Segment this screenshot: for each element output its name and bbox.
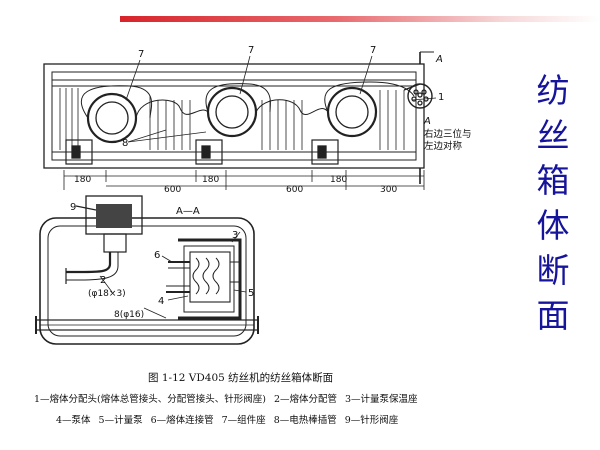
legend-item: 9—针形阀座 — [344, 415, 399, 426]
top-accent-bar — [120, 16, 600, 22]
legend-line-2: 4—泵体 5—计量泵 6—熔体连接管 7—组件座 8—电热棒插管 9—针形阀座 — [56, 412, 406, 426]
dim-600-left: 600 — [164, 185, 181, 195]
component-seat-left — [86, 92, 138, 144]
label-7-right: 7 — [370, 45, 376, 56]
label-2: 2 — [100, 275, 106, 286]
component-seat-middle — [206, 86, 258, 138]
title-char: 纺 — [536, 71, 570, 110]
label-5: 5 — [248, 288, 254, 299]
component-seat-right — [326, 86, 378, 138]
note-line-2: 左边对称 — [424, 140, 463, 152]
title-char: 丝 — [536, 116, 570, 155]
section-outer-wall — [39, 217, 255, 345]
legend-item: 1—熔体分配头(熔体总管接头、分配管接头、针形阀座) — [34, 394, 266, 405]
legend-item: 2—熔体分配管 — [273, 394, 338, 405]
dim-180-middle: 180 — [202, 175, 219, 185]
pipe-size-label: (φ18×3) — [88, 289, 126, 299]
label-7-left: 7 — [138, 49, 144, 60]
dim-600-right: 600 — [286, 185, 303, 195]
legend-item: 4—泵体 — [56, 415, 91, 426]
box-outer-wall — [43, 63, 425, 169]
label-1: 1 — [438, 92, 444, 103]
label-7-middle: 7 — [248, 45, 254, 56]
slide-title-vertical: 纺 丝 箱 体 断 面 — [528, 68, 578, 338]
label-4: 4 — [158, 296, 164, 307]
box-inner-wall — [51, 71, 417, 161]
note-line-1: 右边三位与 — [424, 128, 472, 140]
metering-pump — [189, 251, 231, 303]
label-3: 3 — [232, 230, 238, 241]
legend-item: 3—计量泵保温座 — [345, 394, 418, 405]
figure-labels: 7 7 7 A 1 A 右边三位与 左边对称 8 180 600 180 600… — [70, 45, 472, 320]
label-a-top: A — [435, 54, 443, 65]
section-view — [35, 195, 259, 345]
label-6: 6 — [154, 250, 160, 261]
title-char: 体 — [536, 206, 570, 245]
title-char: 箱 — [536, 161, 570, 200]
label-8-top: 8 — [122, 138, 128, 149]
figure-caption: 图 1-12 VD405 纺丝机的纺丝箱体断面 — [148, 372, 334, 384]
heater-label: 8(φ16) — [114, 310, 144, 320]
plan-view — [43, 51, 437, 184]
dimension-lines — [63, 170, 425, 190]
label-9: 9 — [70, 202, 76, 213]
section-title: A—A — [176, 206, 200, 217]
label-a-side: A — [423, 116, 431, 127]
legend-item: 6—熔体连接管 — [150, 415, 214, 426]
dim-180-right: 180 — [330, 175, 347, 185]
dim-180-left: 180 — [74, 175, 91, 185]
legend-item: 7—组件座 — [221, 415, 266, 426]
dim-300: 300 — [380, 185, 397, 195]
legend-item: 5—计量泵 — [98, 415, 143, 426]
title-char: 面 — [536, 296, 570, 335]
legend-line-1: 1—熔体分配头(熔体总管接头、分配管接头、针形阀座) 2—熔体分配管 3—计量泵保温… — [34, 391, 426, 405]
legend-item: 8—电热棒插管 — [273, 415, 337, 426]
title-char: 断 — [536, 251, 570, 290]
